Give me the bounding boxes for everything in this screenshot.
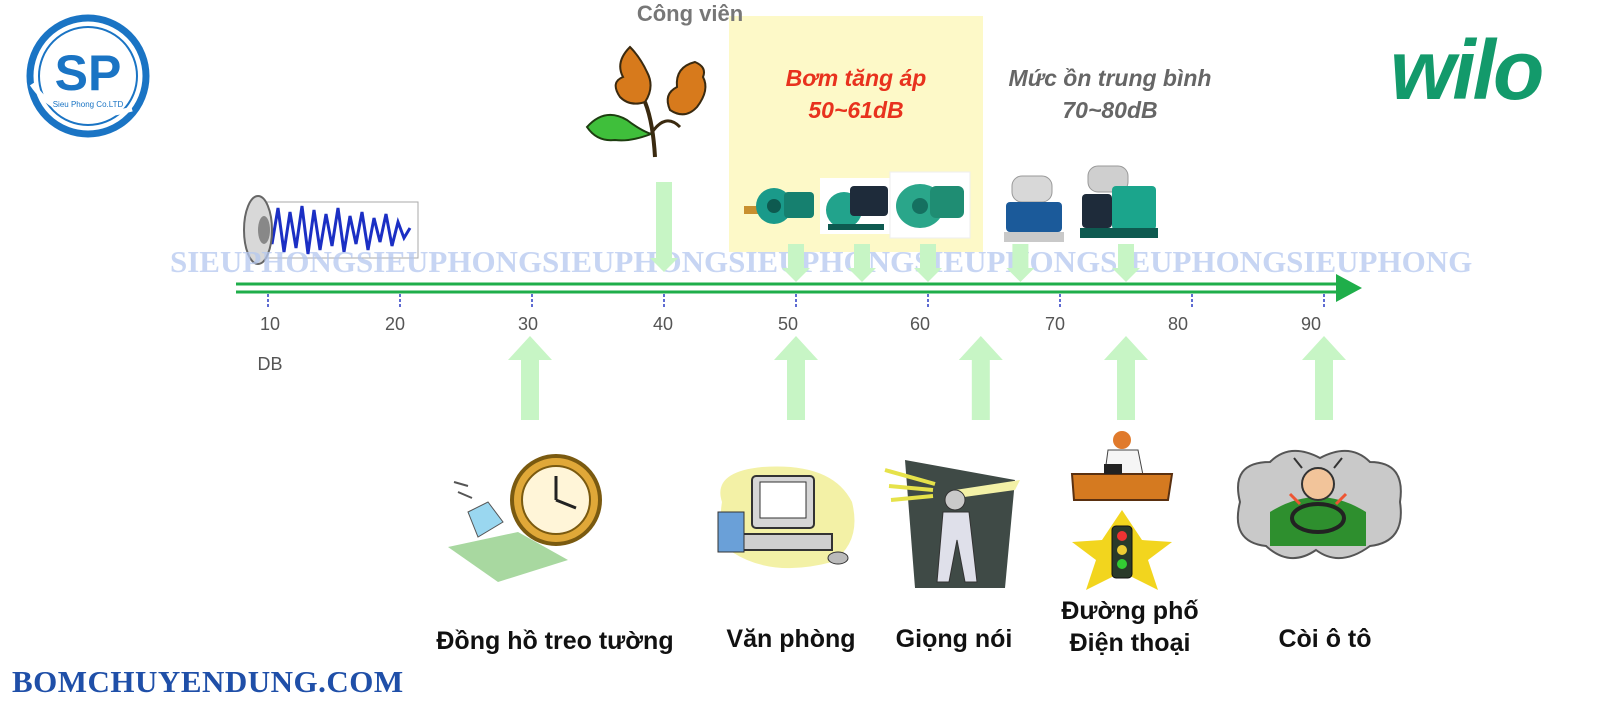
up-pointer-arrow	[958, 336, 1003, 420]
pump-illustration-4	[1004, 175, 1064, 242]
tick-label-30: 30	[517, 314, 539, 334]
sp-logo-initials: SP	[55, 45, 122, 101]
footer-website: BOMCHUYENDUNG.COM	[12, 664, 404, 699]
average-noise-range: 70~80dB	[1062, 97, 1158, 123]
down-pointer-arrow	[1006, 244, 1035, 282]
sp-logo: SP Sieu Phong Co.LTD	[26, 14, 150, 138]
up-pointer-arrow	[508, 336, 552, 420]
tick-label-10: 10	[259, 314, 281, 334]
oak-leaves-illustration	[585, 45, 707, 158]
caption-voice: Giọng nói	[895, 625, 1013, 653]
scale-axis-arrowhead	[1336, 274, 1362, 302]
caption-wall-clock: Đồng hồ treo tường	[436, 627, 674, 655]
office-computer-illustration	[717, 466, 855, 569]
pump-illustration-1	[744, 188, 814, 224]
down-pointer-arrow	[782, 244, 810, 282]
tick-label-20: 20	[384, 314, 406, 334]
street-phone-illustration	[1070, 431, 1174, 590]
down-pointer-arrow	[650, 182, 678, 272]
tick-label-40: 40	[652, 314, 674, 334]
watermark: SIEUPHONGSIEUPHONGSIEUPHONGSIEUPHONGSIEU…	[170, 244, 1473, 279]
pump-noise-title: Bơm tăng áp	[785, 65, 927, 91]
pump-illustration-3	[889, 171, 971, 239]
caption-street: Đường phố	[1061, 597, 1199, 625]
down-pointer-arrow	[914, 244, 942, 282]
pump-illustration-5	[1080, 165, 1158, 238]
average-noise-title: Mức ồn trung bình	[1008, 65, 1212, 91]
sp-logo-company: Sieu Phong Co.LTD	[53, 100, 124, 109]
unit-label: DB	[257, 354, 283, 374]
sound-wave-illustration	[243, 195, 419, 265]
tick-label-50: 50	[777, 314, 799, 334]
up-pointer-arrow	[1104, 336, 1148, 420]
speaking-person-illustration	[884, 460, 1020, 588]
tick-label-60: 60	[909, 314, 931, 334]
down-pointer-arrow	[848, 244, 876, 282]
park-label: Công viên	[636, 1, 744, 26]
up-pointer-arrow	[1302, 336, 1346, 420]
down-pointer-arrow	[1112, 244, 1140, 282]
tick-label-90: 90	[1300, 314, 1322, 334]
wilo-logo: wilo	[1390, 23, 1544, 117]
tick-label-70: 70	[1044, 314, 1066, 334]
wall-clock-illustration	[448, 454, 602, 582]
pump-illustration-2	[820, 178, 892, 234]
caption-office: Văn phòng	[726, 625, 856, 653]
tick-label-80: 80	[1167, 314, 1189, 334]
pump-noise-range: 50~61dB	[808, 97, 904, 123]
car-horn-illustration	[1236, 450, 1402, 559]
up-pointer-arrow	[774, 336, 818, 420]
caption-phone: Điện thoại	[1069, 629, 1191, 657]
caption-car-horn: Còi ô tô	[1278, 625, 1372, 653]
